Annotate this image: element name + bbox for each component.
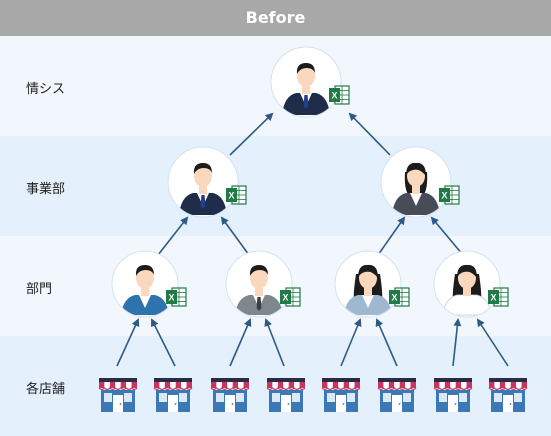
arrow-store-4-to-dept bbox=[264, 318, 285, 367]
excel-icon: X bbox=[280, 287, 301, 307]
arrows-layer bbox=[116, 112, 509, 367]
store-icon bbox=[266, 378, 306, 412]
person-avatar-icon bbox=[381, 147, 451, 217]
arrow-dept-2-to-division-left bbox=[220, 216, 250, 256]
svg-text:X: X bbox=[331, 91, 337, 101]
svg-text:X: X bbox=[228, 191, 234, 201]
row-label-infosys: 情シス bbox=[26, 82, 66, 97]
person-node-6 bbox=[334, 250, 402, 318]
row-label-stores: 各店舗 bbox=[26, 382, 66, 397]
row-label-department: 部門 bbox=[26, 282, 53, 297]
store-icon bbox=[153, 378, 193, 412]
svg-text:X: X bbox=[282, 293, 288, 303]
arrow-store-5-to-dept bbox=[340, 318, 362, 367]
store-icon bbox=[488, 378, 528, 412]
arrow-division-right-to-infosys bbox=[348, 112, 391, 156]
arrow-dept-1-to-division-left bbox=[157, 216, 189, 256]
excel-icon: X bbox=[389, 287, 410, 307]
person-avatar-icon bbox=[112, 251, 178, 317]
person-avatar-icon bbox=[226, 251, 292, 317]
excel-icon: X bbox=[439, 185, 460, 205]
arrow-store-3-to-dept bbox=[229, 318, 252, 367]
excel-icon: X bbox=[488, 287, 509, 307]
excel-icon: X bbox=[166, 287, 187, 307]
band-division bbox=[0, 136, 551, 236]
person-avatar-icon bbox=[271, 47, 341, 117]
arrow-dept-4-to-division-right bbox=[430, 216, 464, 256]
svg-text:X: X bbox=[168, 293, 174, 303]
nodes-layer: X X X X X X X bbox=[111, 46, 509, 318]
svg-text:X: X bbox=[490, 293, 496, 303]
arrow-store-6-to-dept bbox=[375, 318, 398, 367]
arrow-store-8-to-dept bbox=[476, 318, 509, 367]
arrow-store-7-to-dept bbox=[452, 318, 462, 367]
person-node-3 bbox=[380, 146, 452, 218]
stores-layer bbox=[98, 378, 528, 412]
store-icon bbox=[377, 378, 417, 412]
person-node-4 bbox=[111, 250, 179, 318]
store-icon bbox=[321, 378, 361, 412]
arrow-dept-3-to-division-right bbox=[377, 216, 406, 256]
row-label-division: 事業部 bbox=[26, 182, 66, 197]
person-node-2 bbox=[167, 146, 239, 218]
person-node-7 bbox=[433, 250, 501, 318]
svg-text:X: X bbox=[441, 191, 447, 201]
store-icon bbox=[433, 378, 473, 412]
person-avatar-icon bbox=[335, 251, 401, 317]
person-avatar-icon bbox=[434, 251, 500, 317]
person-node-1 bbox=[270, 46, 342, 118]
arrow-division-left-to-infosys bbox=[229, 112, 274, 156]
svg-text:X: X bbox=[391, 293, 397, 303]
excel-icon: X bbox=[226, 185, 247, 205]
arrow-store-2-to-dept bbox=[151, 318, 176, 367]
store-icon bbox=[210, 378, 250, 412]
store-icon bbox=[98, 378, 138, 412]
arrow-store-1-to-dept bbox=[116, 318, 140, 367]
diagram-header: Before bbox=[0, 0, 551, 36]
person-avatar-icon bbox=[168, 147, 238, 217]
person-node-5 bbox=[225, 250, 293, 318]
excel-icon: X bbox=[329, 85, 350, 105]
